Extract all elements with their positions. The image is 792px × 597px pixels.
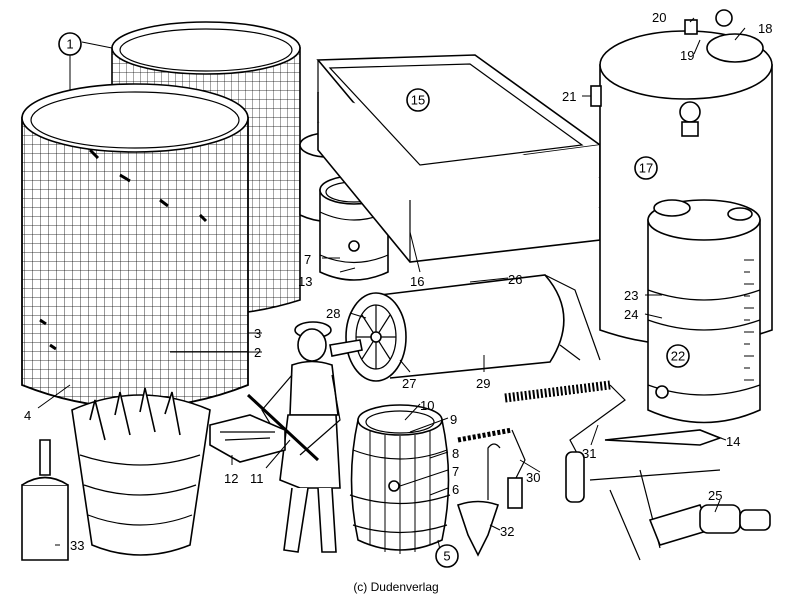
stacked-tubs bbox=[316, 54, 603, 263]
hand-tools bbox=[589, 429, 771, 561]
label-14: 14 bbox=[726, 434, 740, 449]
label-1: 1 bbox=[66, 37, 73, 52]
label-20: 20 bbox=[652, 10, 666, 25]
callout-labels: 1 3 2 4 5 6 7 7 8 9 10 11 12 13 14 15 16… bbox=[24, 10, 772, 568]
label-17: 17 bbox=[639, 161, 653, 176]
label-circle-15 bbox=[406, 88, 430, 112]
label-31: 31 bbox=[582, 446, 596, 461]
label-22: 22 bbox=[671, 349, 685, 364]
label-13: 13 bbox=[298, 274, 312, 289]
label-12: 12 bbox=[224, 471, 238, 486]
label-11: 11 bbox=[250, 471, 264, 486]
label-5: 5 bbox=[443, 549, 450, 564]
label-10: 10 bbox=[420, 398, 434, 413]
label-2: 2 bbox=[254, 345, 261, 360]
brushes bbox=[457, 380, 626, 509]
label-30: 30 bbox=[526, 470, 540, 485]
label-6: 6 bbox=[452, 482, 459, 497]
graduated-vessel bbox=[647, 199, 761, 424]
copyright-credit: (c) Dudenverlag bbox=[353, 580, 439, 594]
label-circle-5 bbox=[435, 544, 459, 568]
label-circle-17 bbox=[634, 156, 658, 180]
label-19: 19 bbox=[680, 48, 694, 63]
label-7a: 7 bbox=[304, 252, 311, 267]
label-29: 29 bbox=[476, 376, 490, 391]
label-27: 27 bbox=[402, 376, 416, 391]
label-28: 28 bbox=[326, 306, 340, 321]
tool-box bbox=[209, 414, 286, 463]
label-8: 8 bbox=[452, 446, 459, 461]
oil-can bbox=[21, 439, 69, 561]
label-7b: 7 bbox=[452, 464, 459, 479]
label-circle-22 bbox=[666, 344, 690, 368]
label-15: 15 bbox=[411, 93, 425, 108]
label-25: 25 bbox=[708, 488, 722, 503]
label-18: 18 bbox=[758, 21, 772, 36]
leader-lines bbox=[37, 17, 746, 551]
label-4: 4 bbox=[24, 408, 31, 423]
funnel bbox=[456, 443, 501, 557]
label-32: 32 bbox=[500, 524, 514, 539]
press-roller bbox=[329, 274, 601, 382]
label-23: 23 bbox=[624, 288, 638, 303]
label-circle-1 bbox=[58, 32, 82, 56]
label-3: 3 bbox=[254, 326, 261, 341]
barrel bbox=[349, 404, 451, 554]
label-16: 16 bbox=[410, 274, 424, 289]
label-24: 24 bbox=[624, 307, 638, 322]
label-26: 26 bbox=[508, 272, 522, 287]
front-vat bbox=[21, 83, 249, 409]
cooper-figure bbox=[246, 321, 341, 553]
label-21: 21 bbox=[562, 89, 576, 104]
open-tub bbox=[71, 387, 211, 556]
label-33: 33 bbox=[70, 538, 84, 553]
label-9: 9 bbox=[450, 412, 457, 427]
